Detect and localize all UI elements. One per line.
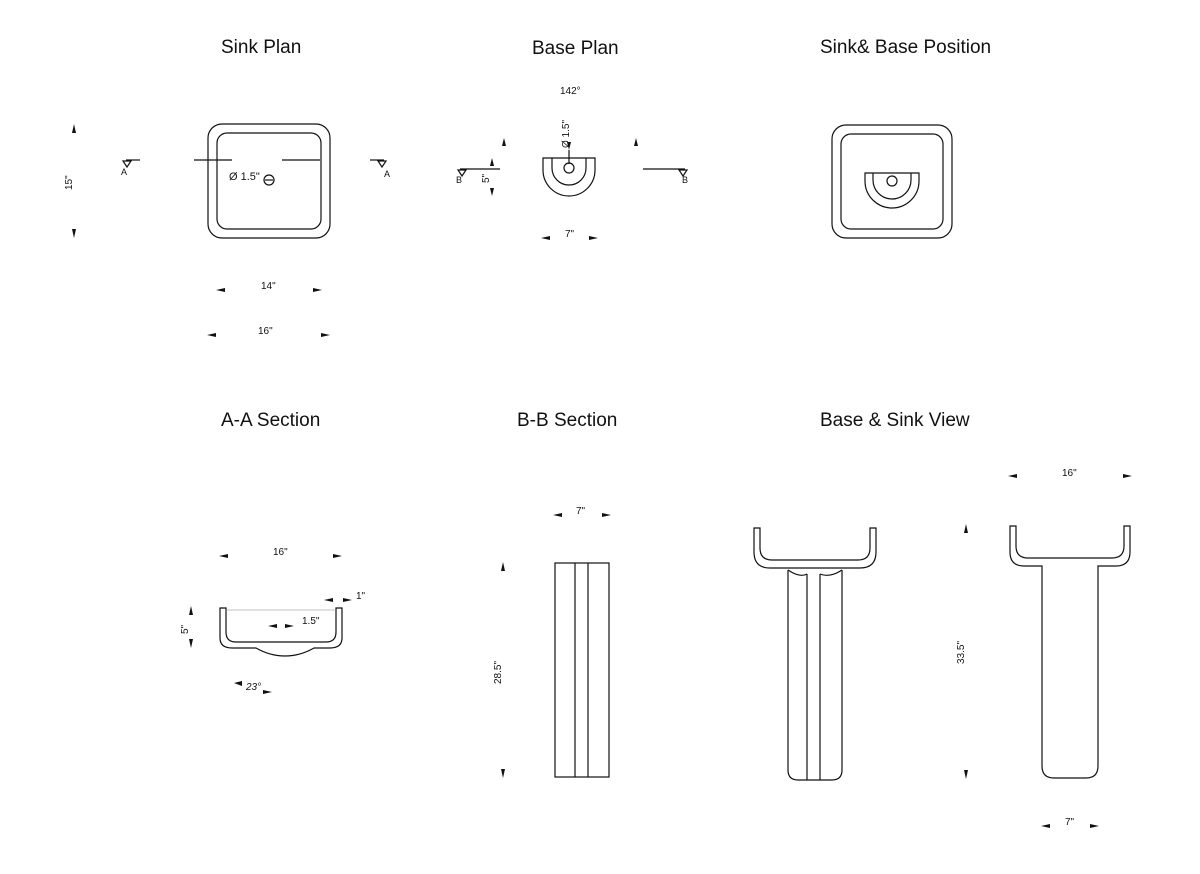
- aa-angle-label: 23°: [245, 682, 261, 693]
- sink-plan-inner-width-label: 14": [261, 281, 276, 292]
- aa-depth-label: 5": [180, 624, 191, 634]
- sink-plan-drain-label: Ø 1.5": [229, 171, 260, 183]
- section-marker-a-left: [121, 160, 133, 169]
- base-plan-hole-label: Ø 1.5": [561, 120, 572, 148]
- sink-plan-inner: [216, 132, 322, 230]
- pedestal-section-view: [753, 527, 877, 781]
- base-plan-depth-label: 5": [481, 173, 492, 183]
- dimension-arrows: [72, 124, 1132, 828]
- sink-base-position-title: Sink& Base Position: [820, 37, 992, 58]
- bb-height-label: 28.5": [493, 661, 504, 684]
- base-plan-width-label: 7": [565, 229, 575, 240]
- sink-plan-title: Sink Plan: [221, 37, 302, 58]
- sink-plan-outer: [207, 123, 331, 239]
- pedestal-elevation-view: [1009, 525, 1131, 779]
- aa-drain-label: 1.5": [302, 616, 320, 627]
- base-plan-inner: [551, 158, 587, 186]
- aa-rim-label: 1": [356, 591, 366, 602]
- base-plan-angle-label: 142°: [560, 86, 581, 97]
- view-height-label: 33.5": [956, 641, 967, 664]
- sink-plan-outer-width-label: 16": [258, 326, 273, 337]
- section-marker-a-right: [376, 160, 388, 169]
- section-marker-b-left: [456, 169, 468, 178]
- sink-plan-section-a-right: A: [384, 169, 390, 179]
- sink-plan-section-a-left: A: [121, 167, 127, 177]
- base-sink-view-title: Base & Sink View: [820, 410, 970, 431]
- position-inner: [840, 133, 944, 230]
- position-outer: [831, 124, 953, 239]
- sink-plan-drain: [263, 174, 275, 186]
- base-plan-title: Base Plan: [532, 38, 619, 59]
- sink-plan-depth-label: 15": [64, 175, 75, 190]
- base-plan: [456, 150, 689, 197]
- bb-width-label: 7": [576, 506, 586, 517]
- aa-section-profile: [219, 607, 343, 657]
- base-plan-section-b-left: B: [456, 175, 462, 185]
- sink-plan: [121, 123, 388, 239]
- sink-base-position: [831, 124, 953, 239]
- bb-section-profile: [554, 562, 610, 778]
- section-marker-b-right: [677, 169, 689, 178]
- position-base-outline: [864, 172, 920, 209]
- base-plan-outer: [542, 157, 596, 197]
- base-plan-section-b-right: B: [682, 175, 688, 185]
- aa-width-label: 16": [273, 547, 288, 558]
- view-base-width-label: 7": [1065, 817, 1075, 828]
- aa-section-title: A-A Section: [221, 410, 321, 431]
- position-drain: [886, 175, 898, 187]
- base-plan-hole: [563, 162, 575, 174]
- bb-section-title: B-B Section: [517, 410, 618, 431]
- view-width-label: 16": [1062, 468, 1077, 479]
